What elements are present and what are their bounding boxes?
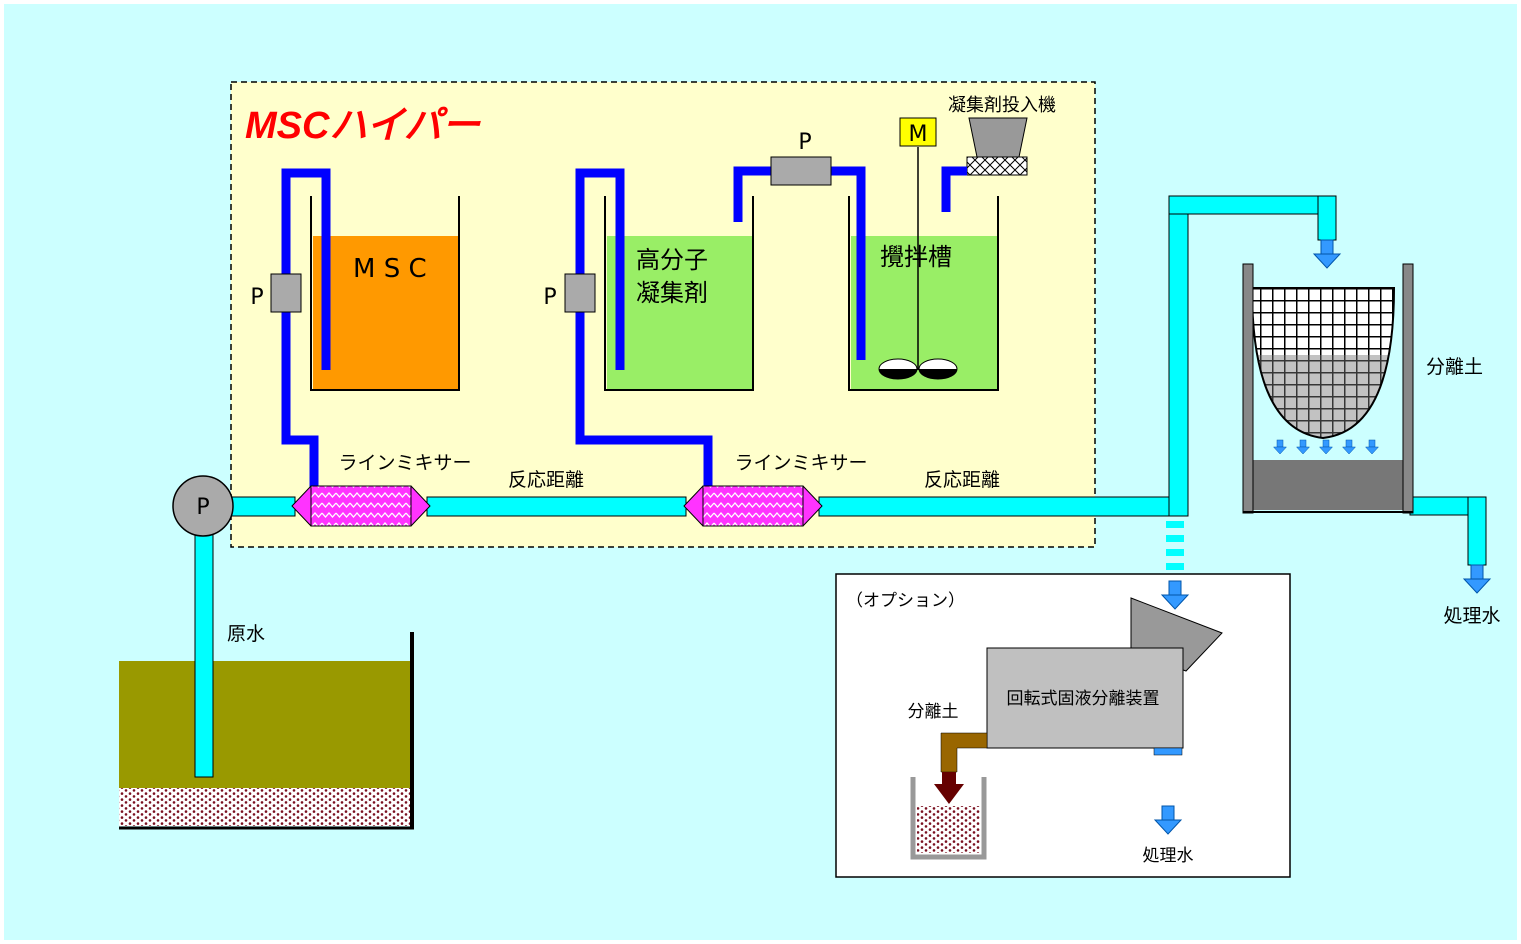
polymer-tank-label-line: 高分子 [636,246,708,274]
separated-soil-label: 分離土 [1426,356,1483,378]
rotary-separator-icon [940,597,1223,773]
line-mixer-1-label: ラインミキサー [338,452,471,474]
polymer-tank-label-line: 凝集剤 [636,279,708,307]
brand-title: MSCハイパー [245,105,481,147]
flocculant-feeder-icon [966,117,1028,176]
option-treated-water-label: 処理水 [1143,846,1194,866]
soil-bucket-icon [910,772,987,860]
raw-water-label: 原水 [227,623,265,645]
line-mixer-2-icon [683,485,823,527]
rotary-separator-label: 回転式固液分離装置 [1007,689,1160,709]
msc-tank-label: M S C [353,254,427,284]
motor-icon [899,117,937,147]
impeller-icon [878,358,958,380]
msc-dosing-pump-icon [270,273,302,313]
msc-dosing-pump-label: P [250,285,263,310]
option-label: （オプション） [846,591,965,611]
raw-water-pump-label: P [196,495,209,520]
raw-water-pump-icon [172,475,234,537]
line-mixer-2-label: ラインミキサー [734,452,867,474]
flocculant-feeder-label: 凝集剤投入機 [948,95,1056,116]
transfer-pump-icon [770,156,832,186]
stirring-tank-label: 攪拌槽 [880,243,952,271]
reaction-distance-1-label: 反応距離 [508,469,584,491]
polymer-dosing-pump-label: P [543,285,556,310]
polymer-tank-label: 高分子凝集剤 [636,246,708,307]
reaction-distance-2-label: 反応距離 [924,469,1000,491]
treated-water-label: 処理水 [1443,605,1500,627]
polymer-dosing-pump-icon [564,273,596,313]
polymer-flocculant-tank [604,196,754,391]
line-mixer-1-icon [291,485,431,527]
msc-tank [310,196,460,391]
transfer-pump-label: P [798,130,811,155]
option-separated-soil-label: 分離土 [908,702,959,722]
motor-label: M [909,122,928,147]
raw-water-pit [119,632,414,830]
